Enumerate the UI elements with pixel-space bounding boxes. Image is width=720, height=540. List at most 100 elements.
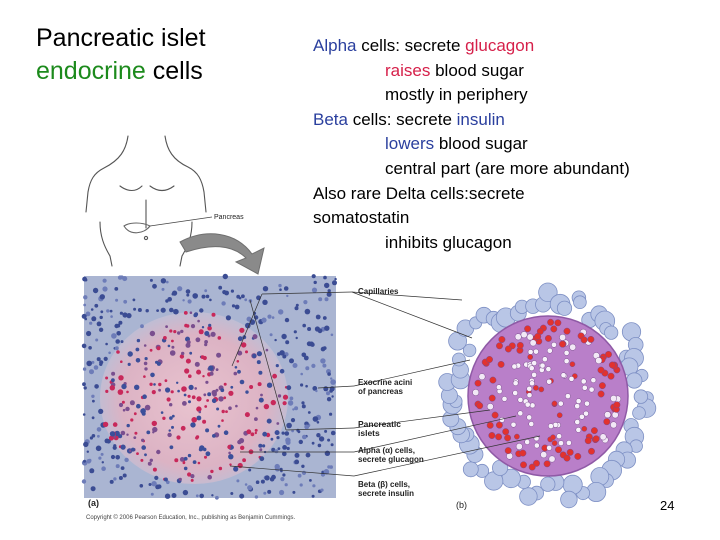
alpha-cell-mark: [559, 340, 566, 348]
micrograph-nucleus: [301, 352, 307, 358]
micrograph-nucleus: [263, 403, 270, 410]
micrograph-nucleus: [82, 382, 86, 387]
title-line-2: endocrine cells: [36, 55, 276, 88]
alpha-cell-mark: [478, 373, 486, 381]
beta-cell-mark: [558, 440, 564, 446]
alpha-cell-mark: [590, 427, 598, 435]
micrograph-nucleus: [180, 329, 184, 334]
micrograph-nucleus: [258, 443, 263, 448]
micrograph-nucleus: [282, 394, 289, 400]
micrograph-nucleus: [322, 316, 327, 320]
micrograph-nucleus: [133, 412, 137, 416]
beta-cell-mark: [551, 400, 558, 407]
micrograph-nucleus: [211, 312, 216, 317]
alpha-cell-mark: [569, 343, 577, 351]
micrograph-nucleus: [199, 308, 204, 313]
micrograph-nucleus: [305, 366, 310, 371]
micrograph-nucleus: [119, 311, 123, 315]
micrograph-nucleus: [198, 410, 202, 414]
micrograph-nucleus: [171, 414, 175, 418]
micrograph-nucleus: [262, 286, 269, 292]
slide-number: 24: [660, 498, 675, 513]
micrograph-nucleus: [311, 494, 315, 498]
alpha-cell-mark: [580, 336, 588, 344]
micrograph-nucleus: [329, 386, 335, 392]
micrograph-nucleus: [229, 463, 232, 466]
delta-line-1: Also rare Delta cells:secrete: [313, 183, 525, 203]
beta-cell-mark: [533, 385, 539, 391]
micrograph-nucleus: [122, 312, 128, 318]
micrograph-nucleus: [116, 331, 121, 336]
beta-cell-mark: [538, 386, 545, 393]
micrograph-nucleus: [193, 313, 198, 318]
micrograph-nucleus: [301, 401, 305, 405]
micrograph-nucleus: [103, 356, 108, 361]
micrograph-nucleus: [215, 495, 219, 500]
micrograph-nucleus: [95, 338, 99, 342]
lowers-word: lowers: [385, 134, 435, 154]
micrograph-nucleus: [323, 469, 330, 475]
micrograph-nucleus: [222, 290, 227, 295]
micrograph-nucleus: [185, 342, 191, 348]
micrograph-nucleus: [241, 294, 245, 299]
beta-mid: cells: secrete: [347, 109, 457, 129]
micrograph-nucleus: [188, 384, 194, 390]
acinus-cell: [633, 389, 649, 404]
micrograph-nucleus: [195, 436, 199, 440]
micrograph-nucleus: [305, 384, 308, 388]
micrograph-nucleus: [127, 362, 131, 366]
micrograph-nucleus: [280, 469, 283, 473]
micrograph-nucleus: [317, 443, 322, 448]
title-cells-word: cells: [145, 57, 203, 85]
micrograph-nucleus: [327, 289, 331, 293]
micrograph-nucleus: [129, 449, 132, 452]
acinus-cell: [573, 295, 587, 310]
alpha-cell-mark: [486, 356, 493, 363]
micrograph-nucleus: [190, 324, 196, 329]
micrograph-nucleus: [96, 321, 102, 327]
micrograph-nucleus: [91, 416, 95, 420]
panel-a-label: (a): [88, 498, 99, 508]
micrograph-nucleus: [149, 458, 153, 462]
micrograph-nucleus: [184, 368, 190, 374]
beta-cell-mark: [527, 349, 534, 355]
beta-cell-mark: [514, 433, 520, 440]
micrograph-nucleus: [180, 425, 186, 431]
delta-sub: inhibits glucagon: [385, 232, 512, 252]
alpha-cell-mark: [587, 335, 595, 343]
micrograph-nucleus: [141, 445, 146, 450]
alpha-sub-1: raises blood sugar: [313, 59, 713, 84]
micrograph-nucleus: [126, 313, 132, 319]
alpha-cell-mark: [544, 334, 552, 342]
micrograph-nucleus: [255, 480, 260, 484]
micrograph-nucleus: [250, 432, 255, 437]
micrograph-nucleus: [255, 406, 259, 410]
micrograph-nucleus: [121, 400, 125, 404]
micrograph-nucleus: [186, 340, 191, 345]
alpha-cell-mark: [559, 333, 567, 341]
micrograph-nucleus: [173, 330, 177, 334]
micrograph-nucleus: [165, 387, 171, 393]
beta-cell-mark: [542, 356, 548, 363]
micrograph-nucleus: [150, 492, 154, 496]
micrograph-nucleus: [169, 350, 176, 356]
micrograph-nucleus: [262, 444, 266, 448]
micrograph-nucleus: [114, 430, 120, 437]
alpha-word: Alpha: [313, 36, 357, 55]
beta-cell-mark: [546, 445, 553, 451]
micrograph-nucleus: [258, 397, 264, 403]
micrograph-nucleus: [289, 396, 294, 401]
alpha-cell-mark: [519, 449, 527, 457]
micrograph-nucleus: [258, 370, 263, 375]
micrograph-nucleus: [253, 315, 259, 320]
micrograph-nucleus: [99, 360, 104, 365]
micrograph-nucleus: [278, 283, 282, 288]
beta-cell-mark: [551, 341, 557, 348]
acinus-cell: [556, 300, 573, 316]
micrograph-nucleus: [276, 422, 280, 425]
alpha-cell-mark: [595, 357, 603, 365]
micrograph-nucleus: [143, 375, 146, 378]
micrograph-nucleus: [144, 357, 148, 361]
micrograph-nucleus: [289, 358, 294, 364]
micrograph-nucleus: [82, 413, 86, 416]
